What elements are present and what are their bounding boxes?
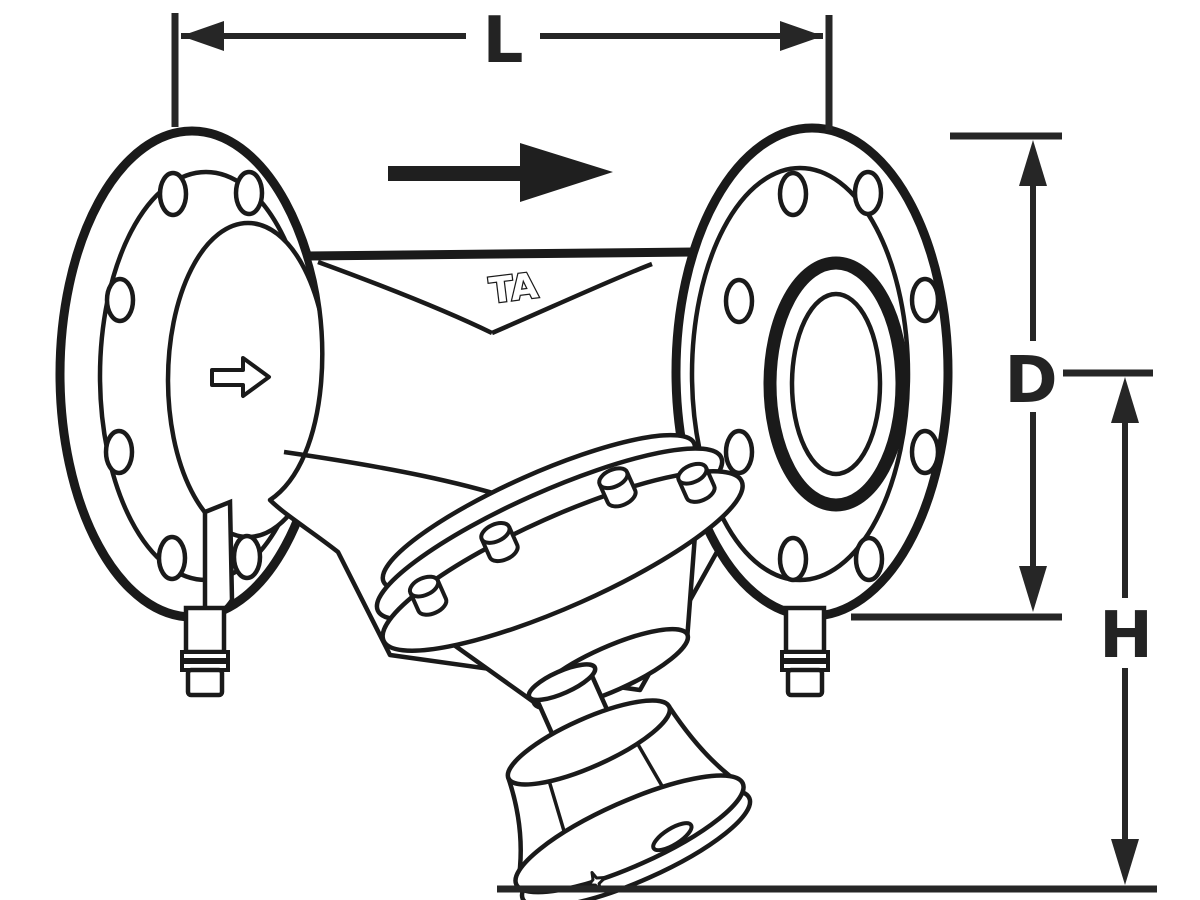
left-flange-bolt-hole [156, 534, 188, 582]
right-flange-bolt-hole [852, 169, 884, 217]
drain-plug-ring [780, 650, 830, 662]
handwheel-top-face [505, 698, 673, 787]
body-crossing-edge [491, 261, 653, 336]
left-flange-bolt-hole [157, 170, 189, 218]
handwheel-display-window [651, 821, 694, 853]
drain-plug-body [183, 605, 227, 655]
body-top-edge [305, 247, 695, 261]
dimension-D: D [851, 132, 1062, 621]
right-flange-bolt-hole [853, 535, 885, 583]
left-flange [55, 126, 331, 622]
dimension-H-arrow-down [1111, 839, 1139, 885]
left-cone-shoulder-line [317, 259, 493, 336]
dimension-L-arrow-right [780, 21, 823, 51]
bonnet-bolt [676, 461, 717, 504]
dimension-D-arrow-down [1019, 566, 1047, 612]
bonnet-bolt [407, 574, 449, 617]
flow-direction-arrow [388, 143, 613, 202]
dimension-L: L [171, 4, 833, 130]
bonnet-assembly [374, 432, 745, 711]
drain-plug-left [180, 605, 230, 698]
left-flange-bolt-hole [233, 169, 265, 217]
dimension-D-label: D [1004, 344, 1057, 418]
bonnet-flange-rim [380, 469, 745, 653]
inlet-flow-arrow [210, 356, 271, 398]
left-flange-bolt-hole [104, 276, 136, 324]
right-flange-bolt-hole [777, 535, 809, 583]
right-flange-bolt-hole [909, 428, 941, 476]
stem-collar [526, 662, 598, 703]
handwheel-assembly [505, 662, 753, 900]
bonnet-bolt [479, 521, 520, 564]
right-flange-bolt-hole [909, 276, 941, 324]
dimension-H-arrow-up [1111, 377, 1139, 423]
left-flange-bolt-hole [103, 428, 135, 476]
drain-plug-tip [785, 667, 825, 698]
drain-plug-body [783, 605, 827, 655]
left-flange-bolt-hole [231, 533, 263, 581]
ta-brand-mark: TA [487, 266, 540, 312]
right-flange [671, 123, 953, 621]
drain-plug-ring [180, 650, 230, 662]
dimension-H-label: H [1099, 599, 1153, 673]
dimension-D-arrow-up [1019, 140, 1047, 186]
right-flange-bore-inner [789, 291, 883, 477]
bonnet-bolt [597, 466, 638, 509]
right-flange-bolt-hole [777, 170, 809, 218]
dimension-H: H [497, 369, 1157, 893]
right-flange-bolt-hole [723, 277, 755, 325]
left-flange-lug [202, 498, 235, 616]
drain-plug-right [780, 605, 830, 698]
handwheel-bottom-rim [513, 773, 746, 895]
dimension-L-arrow-left [181, 21, 224, 51]
dimension-L-label: L [483, 4, 524, 78]
right-flange-bolt-hole [723, 428, 755, 476]
drain-plug-tip [185, 667, 225, 698]
